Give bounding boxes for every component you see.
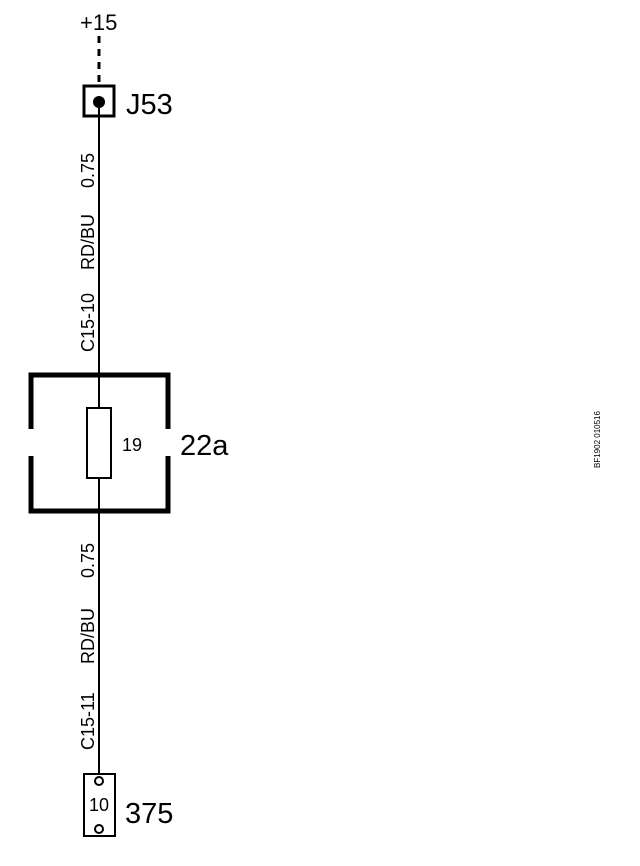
fuse-number: 19	[122, 435, 142, 455]
fuse-box-gap-left	[27, 429, 36, 456]
connector-375-terminal-bottom	[94, 824, 104, 834]
connector-375-terminal-top	[94, 776, 104, 786]
wire-lower-color: RD/BU	[78, 608, 98, 664]
supply-label: +15	[80, 10, 117, 35]
wire-upper-color: RD/BU	[78, 214, 98, 270]
wire-upper-pin: C15-10	[78, 293, 98, 352]
connector-j53-terminal	[93, 96, 105, 108]
wire-lower-pin: C15-11	[78, 692, 98, 750]
figure-code: BF1902 010516	[593, 411, 602, 468]
fuse-element	[86, 407, 112, 479]
fuse-box-gap-right	[163, 429, 172, 456]
connector-375-label: 375	[125, 798, 173, 830]
wire-lower-gauge: 0.75	[78, 543, 98, 578]
connector-375-pin: 10	[89, 795, 109, 815]
connector-j53-label: J53	[126, 89, 173, 121]
wire-upper-gauge: 0.75	[78, 153, 98, 188]
fuse-box-label: 22a	[180, 430, 229, 462]
